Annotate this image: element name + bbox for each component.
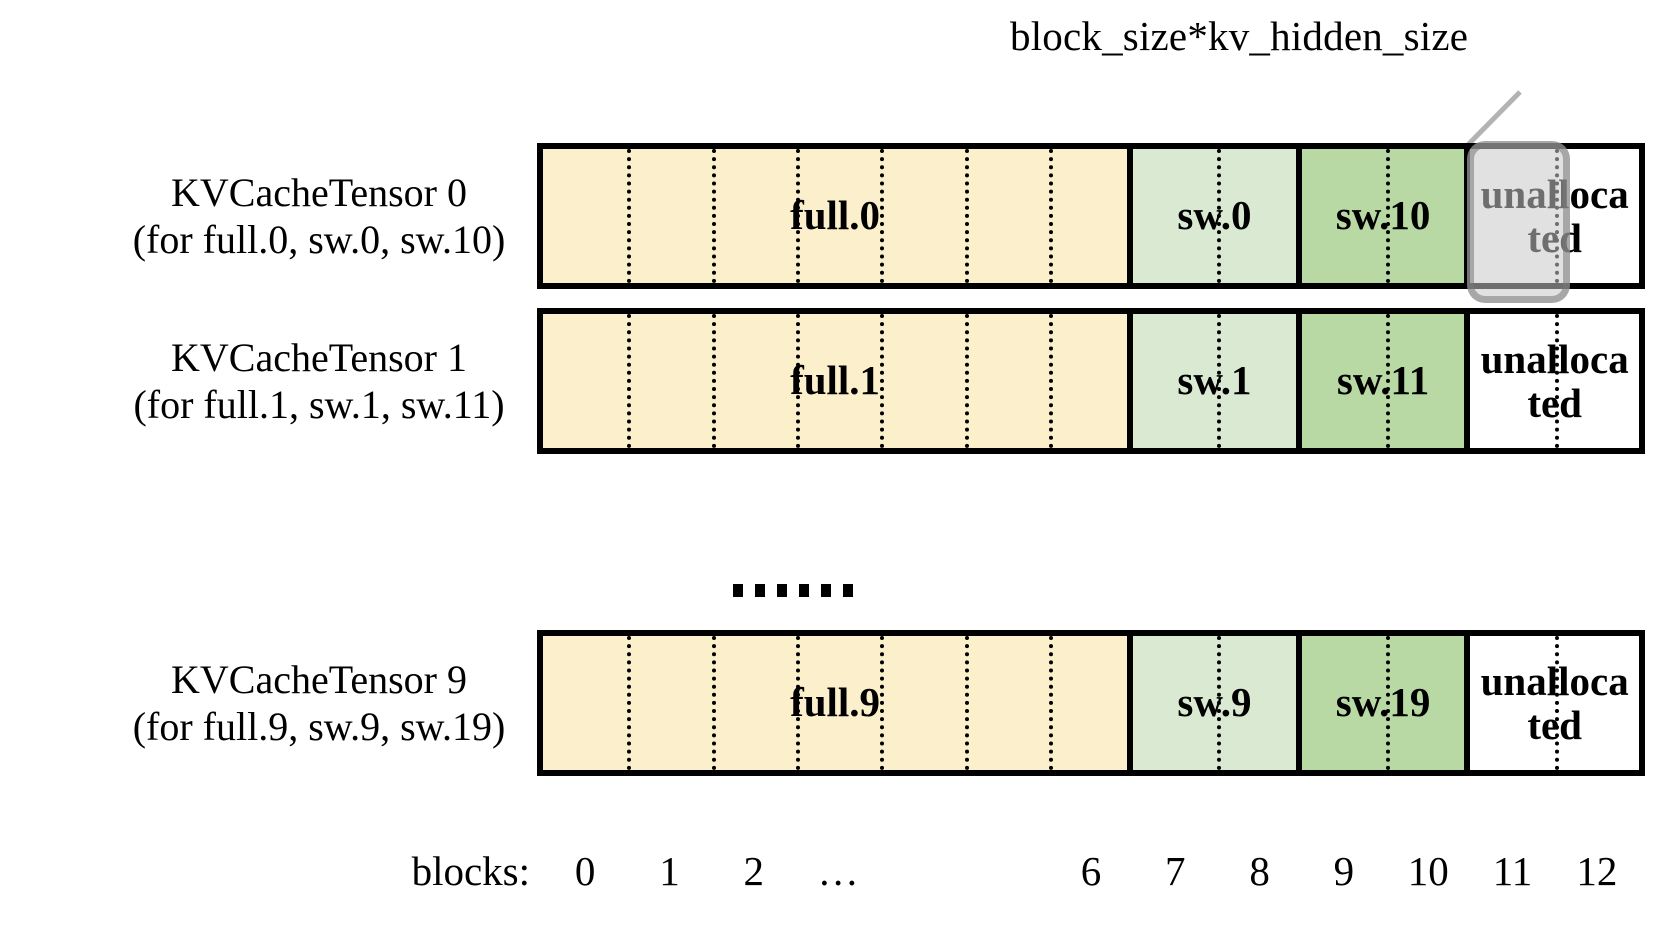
- segment-label: full.9: [790, 679, 881, 726]
- block-divider: [964, 314, 969, 448]
- block-tick-label: 1: [659, 848, 680, 894]
- block-tick-label: 8: [1249, 848, 1270, 894]
- block-tick-label: 7: [1165, 848, 1186, 894]
- segment-sw-low[interactable]: sw.9: [1133, 636, 1302, 770]
- block-tick-label: 11: [1492, 848, 1533, 894]
- segment-label: sw.19: [1335, 679, 1431, 726]
- tensor-row-subtitle: (for full.1, sw.1, sw.11): [133, 382, 505, 427]
- block-tick-label: …: [817, 848, 859, 894]
- ellipsis-dot: [799, 584, 809, 597]
- block-tick-label: 2: [743, 848, 765, 894]
- block-divider: [880, 314, 885, 448]
- tensor-row: KVCacheTensor 1(for full.1, sw.1, sw.11)…: [0, 308, 1676, 454]
- segment-label: unallocated: [1480, 657, 1629, 748]
- segment-label: sw.0: [1177, 192, 1252, 239]
- block-divider: [795, 314, 800, 448]
- segment-label: sw.9: [1177, 679, 1252, 726]
- annotation-label: block_size*kv_hidden_size: [1010, 13, 1469, 59]
- tensor-row-subtitle: (for full.0, sw.0, sw.10): [132, 217, 506, 262]
- block-divider: [711, 636, 716, 770]
- segment-full[interactable]: full.1: [543, 314, 1134, 448]
- segment-sw-low[interactable]: sw.0: [1133, 149, 1302, 283]
- block-divider: [1217, 636, 1222, 770]
- blocks-axis-title: blocks:: [411, 848, 530, 894]
- segment-label: unallocated: [1480, 170, 1629, 261]
- ellipsis-dot: [777, 584, 787, 597]
- segment-label: full.0: [790, 192, 881, 239]
- block-divider: [1386, 636, 1391, 770]
- tensor-row-label: KVCacheTensor 9(for full.9, sw.9, sw.19): [84, 630, 554, 776]
- tensor-row-title: KVCacheTensor 0: [171, 169, 467, 215]
- tensor-row: KVCacheTensor 0(for full.0, sw.0, sw.10)…: [0, 141, 1676, 303]
- segment-label: full.1: [790, 357, 881, 404]
- segment-unallocated[interactable]: unallocated: [1470, 636, 1639, 770]
- tensor-row-title: KVCacheTensor 1: [171, 334, 467, 380]
- kv-cache-tensor-bar[interactable]: full.9 sw.9 sw.19 unallocated: [537, 630, 1645, 776]
- ellipsis-dot: [755, 584, 765, 597]
- block-divider: [627, 314, 632, 448]
- tensor-row: KVCacheTensor 9(for full.9, sw.9, sw.19)…: [0, 630, 1676, 776]
- kv-cache-tensor-bar[interactable]: full.1 sw.1 sw.11 unallocated: [537, 308, 1645, 454]
- block-divider: [880, 149, 885, 283]
- segment-full[interactable]: full.0: [543, 149, 1134, 283]
- block-divider: [795, 149, 800, 283]
- block-divider: [1554, 314, 1559, 448]
- block-tick-label: 6: [1080, 848, 1102, 894]
- block-divider: [1217, 314, 1222, 448]
- block-divider: [964, 636, 969, 770]
- segment-label: sw.1: [1177, 357, 1252, 404]
- tensor-row-label: KVCacheTensor 1(for full.1, sw.1, sw.11): [84, 308, 554, 454]
- block-divider: [711, 149, 716, 283]
- segment-sw-high[interactable]: sw.19: [1301, 636, 1471, 770]
- segment-label: unallocated: [1480, 335, 1629, 426]
- block-divider: [1386, 149, 1391, 283]
- tensor-row-title: KVCacheTensor 9: [171, 656, 467, 702]
- block-divider: [711, 314, 716, 448]
- block-divider: [1048, 636, 1053, 770]
- tensor-row-label: KVCacheTensor 0(for full.0, sw.0, sw.10): [84, 143, 554, 289]
- rows-ellipsis: [733, 584, 853, 597]
- segment-full[interactable]: full.9: [543, 636, 1134, 770]
- segment-sw-high[interactable]: sw.11: [1301, 314, 1471, 448]
- block-divider: [627, 149, 632, 283]
- block-divider: [880, 636, 885, 770]
- ellipsis-dot: [733, 584, 743, 597]
- block-tick-label: 9: [1333, 848, 1355, 894]
- segment-sw-low[interactable]: sw.1: [1133, 314, 1302, 448]
- segment-label: sw.11: [1336, 357, 1430, 404]
- ellipsis-dot: [843, 584, 853, 597]
- block-divider: [1386, 314, 1391, 448]
- segment-sw-high[interactable]: sw.10: [1301, 149, 1471, 283]
- segment-unallocated[interactable]: unallocated: [1470, 314, 1639, 448]
- block-divider: [964, 149, 969, 283]
- ellipsis-dot: [821, 584, 831, 597]
- block-divider: [1048, 149, 1053, 283]
- segment-label: sw.10: [1335, 192, 1431, 239]
- block-divider: [1217, 149, 1222, 283]
- block-divider: [1048, 314, 1053, 448]
- segment-unallocated[interactable]: unallocated: [1470, 149, 1639, 283]
- block-tick-label: 10: [1407, 848, 1449, 894]
- block-divider: [1554, 636, 1559, 770]
- block-divider: [795, 636, 800, 770]
- kv-cache-tensor-bar[interactable]: full.0 sw.0 sw.10 unallocated: [537, 141, 1645, 303]
- block-divider: [627, 636, 632, 770]
- block-tick-label: 12: [1576, 848, 1618, 894]
- block-tick-label: 0: [574, 848, 596, 894]
- tensor-row-subtitle: (for full.9, sw.9, sw.19): [132, 704, 506, 749]
